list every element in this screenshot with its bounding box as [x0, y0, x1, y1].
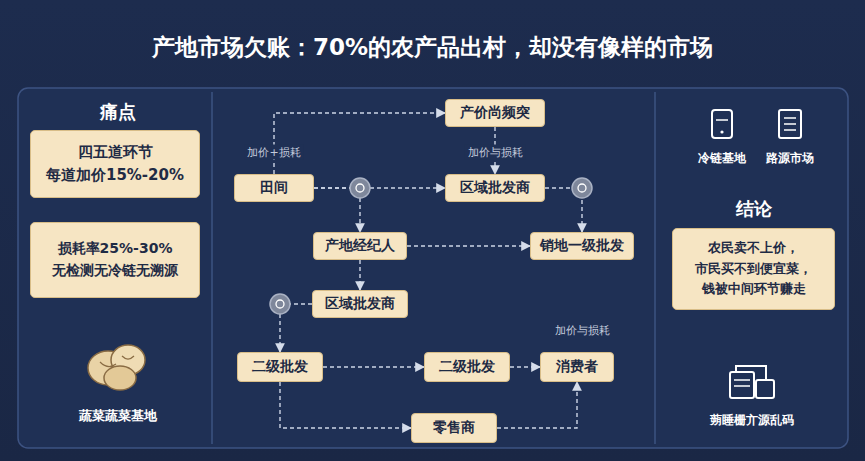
document-outline: [779, 110, 801, 138]
flow-arrow: [323, 366, 424, 367]
junction-ring: [276, 300, 284, 308]
vegetable-icon: [88, 345, 145, 390]
document-line: [784, 117, 796, 119]
icon-line: [734, 385, 750, 387]
process-box: 二级批发: [424, 352, 510, 382]
panel-divider: [211, 92, 213, 444]
pain-point-box: 损耗率25%-30% 无检测无冷链无溯源: [30, 222, 200, 298]
icon-outline: [756, 380, 774, 398]
node-text: 农民卖不上价， 市民买不到便宜菜， 钱被中间环节赚走: [683, 238, 824, 300]
node-text: 二级批发: [252, 358, 308, 376]
document-line: [784, 129, 796, 131]
tablet-icon: [712, 110, 732, 138]
icon-caption: 冷链基地: [698, 150, 746, 167]
panel-heading: 痛点: [100, 100, 136, 124]
node-text: 四五道环节 每道加价15%-20%: [39, 141, 191, 188]
process-box: 销地一级批发: [530, 232, 634, 260]
node-text: 区域批发商: [460, 179, 530, 197]
junction-ring: [356, 184, 364, 192]
panel-frame: [18, 88, 848, 448]
process-box: 产价尚频突: [445, 99, 545, 127]
icon-caption: 蒴睡栅亣源乱码: [710, 412, 794, 429]
process-box: 田间: [234, 174, 314, 202]
node-text: 产价尚频突: [460, 104, 530, 122]
icon-outline: [730, 372, 754, 398]
process-box: 消费者: [540, 352, 614, 382]
process-box: 二级批发: [237, 352, 323, 382]
process-box: 产地经纪人: [313, 232, 407, 260]
node-text: 区域批发商: [325, 295, 395, 313]
flow-arrow: [314, 188, 360, 232]
edge-label: 加价与损耗: [465, 145, 526, 160]
icon-line: [736, 366, 766, 380]
conclusion-box: 结论农民卖不上价， 市民买不到便宜菜， 钱被中间环节赚走: [672, 228, 835, 310]
flow-arrow: [497, 382, 577, 428]
node-text: 损耗率25%-30% 无检测无冷链无溯源: [39, 238, 191, 281]
flow-arrow: [280, 382, 411, 428]
junction-ring: [578, 184, 586, 192]
cost-note: 加价与损耗: [555, 323, 610, 338]
icon-caption: 路源市场: [766, 150, 814, 167]
process-box: 区域批发商: [312, 290, 408, 318]
flow-arrow: [359, 260, 360, 290]
vegetable-shape: [104, 366, 136, 390]
section-heading: 结论: [673, 195, 834, 224]
node-text: 产地经纪人: [325, 237, 395, 255]
junction-dot: [350, 178, 370, 198]
icon-line: [734, 379, 750, 381]
flow-arrow: [274, 113, 445, 174]
flow-arrow: [280, 304, 312, 352]
document-line: [784, 123, 796, 125]
node-text: 零售商: [433, 419, 475, 437]
flow-arrow: [545, 188, 582, 232]
panel-divider: [654, 92, 656, 444]
flow-arrow: [314, 187, 445, 188]
icon-caption: 蔬菜蔬菜基地: [79, 407, 157, 425]
vegetable-vein: [100, 356, 134, 367]
process-box: 区域批发商: [445, 174, 545, 202]
flow-arrow: [407, 245, 530, 246]
edge-label: 加价+损耗: [244, 145, 303, 160]
document-icon: [779, 110, 801, 138]
traceability-icon: [730, 366, 774, 398]
tablet-outline: [712, 110, 732, 138]
node-text: 销地一级批发: [540, 237, 624, 255]
pain-point-box: 四五道环节 每道加价15%-20%: [30, 130, 200, 198]
junction-dot: [270, 294, 290, 314]
flow-arrow: [510, 366, 540, 367]
node-text: 田间: [260, 179, 288, 197]
node-text: 二级批发: [439, 358, 495, 376]
diagram-title: 产地市场欠账：70%的农产品出村，却没有像样的市场: [0, 32, 865, 63]
tablet-dot: [720, 130, 723, 133]
tablet-line: [716, 119, 728, 121]
node-text: 消费者: [556, 358, 598, 376]
process-box: 零售商: [411, 413, 497, 443]
junction-dot: [572, 178, 592, 198]
